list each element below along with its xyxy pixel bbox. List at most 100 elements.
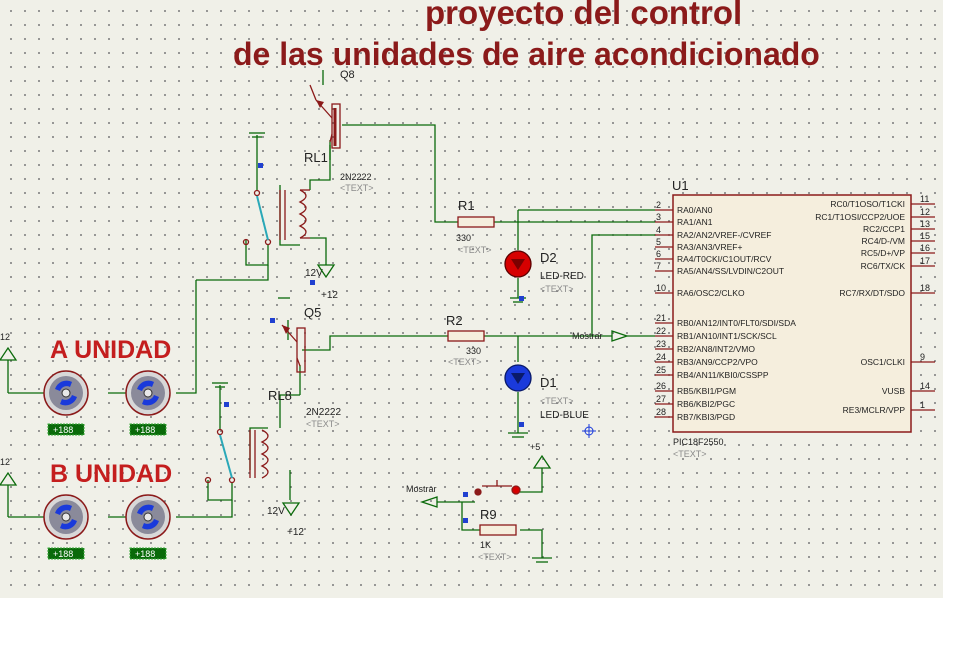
relay-rl8 <box>204 428 269 484</box>
supply-plus5: +5 <box>530 442 540 452</box>
d1-ref: D1 <box>540 375 557 390</box>
svg-text:+188: +188 <box>53 549 73 559</box>
u1-model: PIC18F2550 <box>673 437 724 447</box>
pic-pin-number: 28 <box>656 407 666 417</box>
pic-pin-number: 2 <box>656 200 661 210</box>
pic-pin-number: 1 <box>920 400 925 410</box>
r9-text: <TEXT> <box>478 552 512 562</box>
pin-markers <box>224 163 524 523</box>
pic-pin-name: RC4/D-/VM <box>862 236 905 246</box>
motor-readout-a2: +188 <box>129 423 167 436</box>
motor-b1 <box>43 494 89 540</box>
motor-readout-b2: +188 <box>129 547 167 560</box>
pic-pin-name: RC7/RX/DT/SDO <box>839 288 905 298</box>
rl1-coil: 12V <box>305 268 323 279</box>
led-d1 <box>504 364 532 392</box>
u1-ref: U1 <box>672 178 689 193</box>
pic-pin-name: RB4/AN11/KBI0/CSSPP <box>677 370 769 380</box>
pic-pin-number: 10 <box>656 283 666 293</box>
pic-pin-number: 23 <box>656 339 666 349</box>
pic-pin-name: RA0/AN0 <box>677 205 713 215</box>
led-d2 <box>504 250 532 278</box>
q8-model: 2N2222 <box>340 172 372 182</box>
d2-model: LED-RED <box>540 271 584 282</box>
pic-pin-name: RB6/KBI2/PGC <box>677 399 735 409</box>
origin-marker <box>582 424 596 438</box>
pic-pin-name: RC2/CCP1 <box>863 224 905 234</box>
r9-value: 1K <box>480 540 491 550</box>
u1-text: <TEXT> <box>673 449 707 459</box>
pic-pin-name: RB7/KBI3/PGD <box>677 412 735 422</box>
pic-pin-number: 25 <box>656 365 666 375</box>
q8-text: <TEXT> <box>340 183 374 193</box>
transistor-q5 <box>281 324 306 373</box>
pic-pin-name: RC1/T1OSI/CCP2/UOE <box>815 212 905 222</box>
pic-pin-name: RC0/T1OSO/T1CKI <box>830 199 905 209</box>
rl8-coil: 12V <box>267 506 285 517</box>
pic-pin-number: 17 <box>920 256 930 266</box>
pic-pin-name: VUSB <box>882 386 905 396</box>
pic-pin-name: RA3/AN3/VREF+ <box>677 242 742 252</box>
pic-pin-name: RA2/AN2/VREF-/CVREF <box>677 230 771 240</box>
pic-pin-number: 11 <box>920 194 929 204</box>
net-label-rb1: Mostrar <box>572 331 603 341</box>
q8-ref: Q8 <box>340 69 355 81</box>
d1-model: LED-BLUE <box>540 410 589 421</box>
pic-pin-name: RA1/AN1 <box>677 217 713 227</box>
resistor-r1 <box>457 216 495 228</box>
r2-value: 330 <box>466 346 481 356</box>
pic-pin-number: 14 <box>920 381 930 391</box>
pic-pin-number: 5 <box>656 237 661 247</box>
schematic-title-line1: proyecto del control <box>425 0 743 31</box>
r2-ref: R2 <box>446 313 463 328</box>
pic-pin-name: RB3/AN9/CCP2/VPO <box>677 357 758 367</box>
unit-a-label: A UNIDAD <box>50 336 172 364</box>
transistor-q8 <box>309 84 341 149</box>
q5-text: <TEXT> <box>306 419 340 429</box>
resistor-r9 <box>479 524 517 536</box>
r1-value: 330 <box>456 233 471 243</box>
motor-b2 <box>125 494 171 540</box>
pic-pin-name: RB0/AN12/INT0/FLT0/SDI/SDA <box>677 318 796 328</box>
rl1-supply: +12 <box>321 290 338 301</box>
svg-text:+188: +188 <box>135 425 155 435</box>
pic-pin-number: 4 <box>656 225 661 235</box>
r9-ref: R9 <box>480 507 497 522</box>
d1-text: <TEXT> <box>540 396 574 406</box>
pic-pin-number: 22 <box>656 326 666 336</box>
pic-pin-number: 26 <box>656 381 666 391</box>
pic-pin-name: RC5/D+/VP <box>861 248 905 258</box>
pic-pin-name: RA5/AN4/SS/LVDIN/C2OUT <box>677 266 784 276</box>
pic-pin-name: RA6/OSC2/CLKO <box>677 288 745 298</box>
pic-pin-number: 12 <box>920 207 930 217</box>
q5-model: 2N2222 <box>306 407 341 418</box>
pic-pin-number: 6 <box>656 249 661 259</box>
schematic-title-line2: de las unidades de aire acondicionado <box>233 36 820 72</box>
motor-readout-b1: +188 <box>47 547 85 560</box>
svg-text:+188: +188 <box>135 549 155 559</box>
motor-readout-a1: +188 <box>47 423 85 436</box>
q5-ref: Q5 <box>304 305 321 320</box>
ground-symbols <box>0 132 552 563</box>
r1-ref: R1 <box>458 198 475 213</box>
rl8-ref: RL8 <box>268 388 292 403</box>
pic-pin-number: 7 <box>656 261 661 271</box>
motor-a1 <box>43 370 89 416</box>
pic-pin-name: RA4/T0CKI/C1OUT/RCV <box>677 254 772 264</box>
pic-pin-number: 9 <box>920 352 925 362</box>
pic-pin-number: 3 <box>656 212 661 222</box>
pic-pin-number: 15 <box>920 231 930 241</box>
rl1-ref: RL1 <box>304 150 328 165</box>
d2-ref: D2 <box>540 250 557 265</box>
pic-pin-number: 24 <box>656 352 666 362</box>
circuit-schematic: Q8 2N2222 <TEXT> Q5 2N2222 <TEXT> RL1 12… <box>0 69 935 563</box>
pic-pin-number: 18 <box>920 283 930 293</box>
relay-rl1 <box>242 189 310 246</box>
svg-text:+188: +188 <box>53 425 73 435</box>
pic-chip-body <box>672 194 912 433</box>
pic-pin-name: RE3/MCLR/VPP <box>843 405 906 415</box>
pic-pin-number: 13 <box>920 219 930 229</box>
motor-a2 <box>125 370 171 416</box>
supply-left-a: 12 <box>0 332 10 342</box>
